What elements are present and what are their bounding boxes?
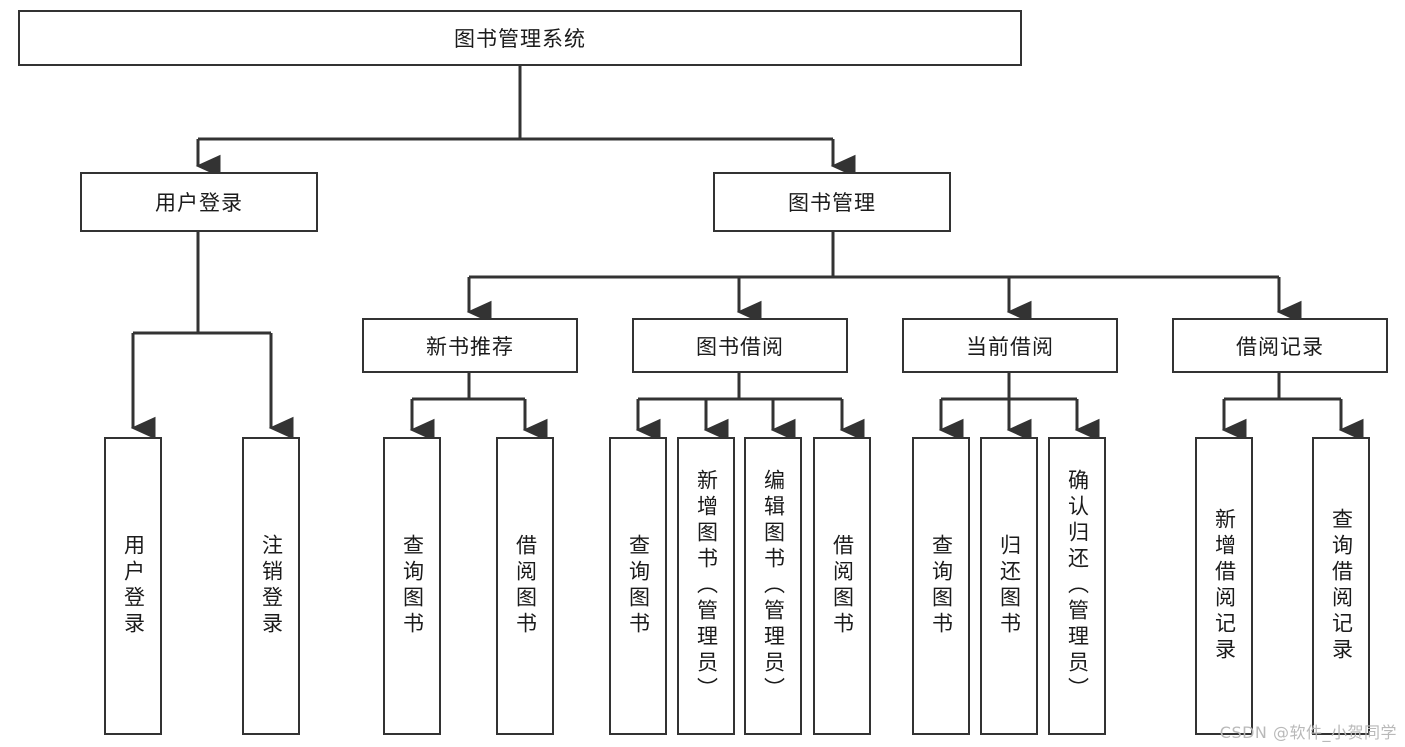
leaf-borrow-query-book[interactable]: 查询图书 bbox=[609, 437, 667, 735]
node-label: 用户登录 bbox=[121, 534, 146, 638]
node-label: 图书管理 bbox=[788, 191, 876, 215]
leaf-current-return-book[interactable]: 归还图书 bbox=[980, 437, 1038, 735]
leaf-borrow-add-book-admin[interactable]: 新增图书（管理员） bbox=[677, 437, 735, 735]
leaf-recommend-borrow-book[interactable]: 借阅图书 bbox=[496, 437, 554, 735]
node-label: 编辑图书（管理员） bbox=[761, 469, 786, 703]
leaf-user-login-signin[interactable]: 用户登录 bbox=[104, 437, 162, 735]
node-new-book-recommend[interactable]: 新书推荐 bbox=[362, 318, 578, 373]
watermark-text: CSDN @软件_小贺同学 bbox=[1219, 723, 1397, 742]
node-label: 借阅图书 bbox=[513, 534, 538, 638]
leaf-borrow-borrow-book[interactable]: 借阅图书 bbox=[813, 437, 871, 735]
node-book-borrow[interactable]: 图书借阅 bbox=[632, 318, 848, 373]
node-label: 图书借阅 bbox=[696, 334, 784, 359]
node-label: 新书推荐 bbox=[426, 334, 514, 359]
node-label: 注销登录 bbox=[259, 534, 284, 638]
node-label: 当前借阅 bbox=[966, 334, 1054, 359]
leaf-record-query-borrow-record[interactable]: 查询借阅记录 bbox=[1312, 437, 1370, 735]
node-label: 查询图书 bbox=[400, 534, 425, 638]
node-root-system[interactable]: 图书管理系统 bbox=[18, 10, 1022, 66]
leaf-current-confirm-return-admin[interactable]: 确认归还（管理员） bbox=[1048, 437, 1106, 735]
node-borrow-record[interactable]: 借阅记录 bbox=[1172, 318, 1388, 373]
node-user-login[interactable]: 用户登录 bbox=[80, 172, 318, 232]
leaf-borrow-edit-book-admin[interactable]: 编辑图书（管理员） bbox=[744, 437, 802, 735]
node-label: 确认归还（管理员） bbox=[1065, 469, 1090, 703]
node-current-borrow[interactable]: 当前借阅 bbox=[902, 318, 1118, 373]
node-label: 查询借阅记录 bbox=[1329, 508, 1354, 664]
leaf-record-add-borrow-record[interactable]: 新增借阅记录 bbox=[1195, 437, 1253, 735]
node-book-management[interactable]: 图书管理 bbox=[713, 172, 951, 232]
node-label: 查询图书 bbox=[626, 534, 651, 638]
node-label: 用户登录 bbox=[155, 191, 243, 215]
node-label: 新增图书（管理员） bbox=[694, 469, 719, 703]
leaf-current-query-book[interactable]: 查询图书 bbox=[912, 437, 970, 735]
node-label: 归还图书 bbox=[997, 534, 1022, 638]
node-label: 借阅记录 bbox=[1236, 334, 1324, 359]
node-label: 查询图书 bbox=[929, 534, 954, 638]
node-label: 新增借阅记录 bbox=[1212, 508, 1237, 664]
node-label: 图书管理系统 bbox=[454, 27, 586, 51]
leaf-user-login-signout[interactable]: 注销登录 bbox=[242, 437, 300, 735]
node-label: 借阅图书 bbox=[830, 534, 855, 638]
leaf-recommend-query-book[interactable]: 查询图书 bbox=[383, 437, 441, 735]
